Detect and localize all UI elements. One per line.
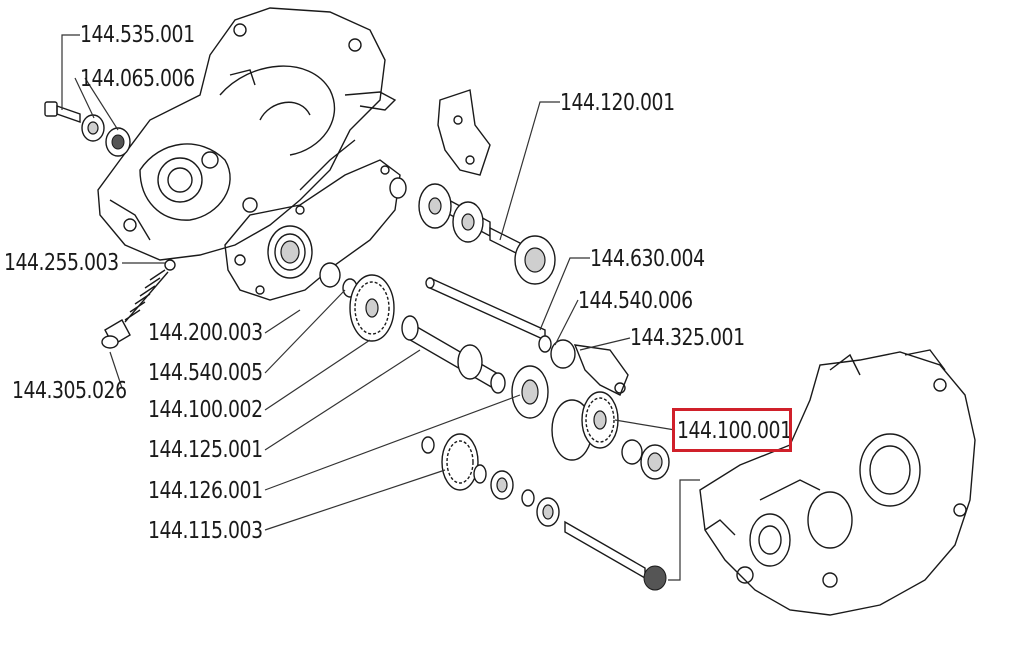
bearing-main [267, 225, 358, 298]
part-label-144-535-001[interactable]: 144.535.001 [80, 22, 195, 48]
gear-large-left [349, 274, 395, 342]
clutch-dog [511, 344, 629, 419]
gear-lower-right [551, 391, 670, 480]
left-crankcase-half [97, 7, 397, 261]
right-crankcase-half [699, 349, 976, 616]
part-label-144-126-001[interactable]: 144.126.001 [148, 478, 263, 504]
leader-lines [61, 34, 700, 581]
part-label-144-125-001[interactable]: 144.125.001 [148, 437, 263, 463]
gasket-small [437, 89, 491, 176]
spring-and-plug [101, 259, 176, 349]
part-label-144-325-001[interactable]: 144.325.001 [630, 325, 745, 351]
part-label-144-065-006[interactable]: 144.065.006 [80, 66, 195, 92]
part-label-144-630-004[interactable]: 144.630.004 [590, 246, 705, 272]
part-label-144-540-005[interactable]: 144.540.005 [148, 360, 263, 386]
main-shaft [425, 276, 576, 369]
bolt-and-seal [44, 101, 131, 157]
upper-shaft [389, 177, 556, 285]
part-label-144-100-001[interactable]: 144.100.001 [677, 418, 792, 444]
gasket [224, 159, 401, 301]
part-label-144-120-001[interactable]: 144.120.001 [560, 90, 675, 116]
lower-shaft [421, 433, 667, 591]
part-label-144-255-003[interactable]: 144.255.003 [4, 250, 119, 276]
part-label-144-100-002[interactable]: 144.100.002 [148, 397, 263, 423]
part-label-144-305-026[interactable]: 144.305.026 [12, 378, 127, 404]
part-label-144-200-003[interactable]: 144.200.003 [148, 320, 263, 346]
highlight-box [672, 408, 792, 452]
part-label-144-115-003[interactable]: 144.115.003 [148, 518, 263, 544]
part-label-144-540-006[interactable]: 144.540.006 [578, 288, 693, 314]
splined-shaft [401, 315, 506, 394]
